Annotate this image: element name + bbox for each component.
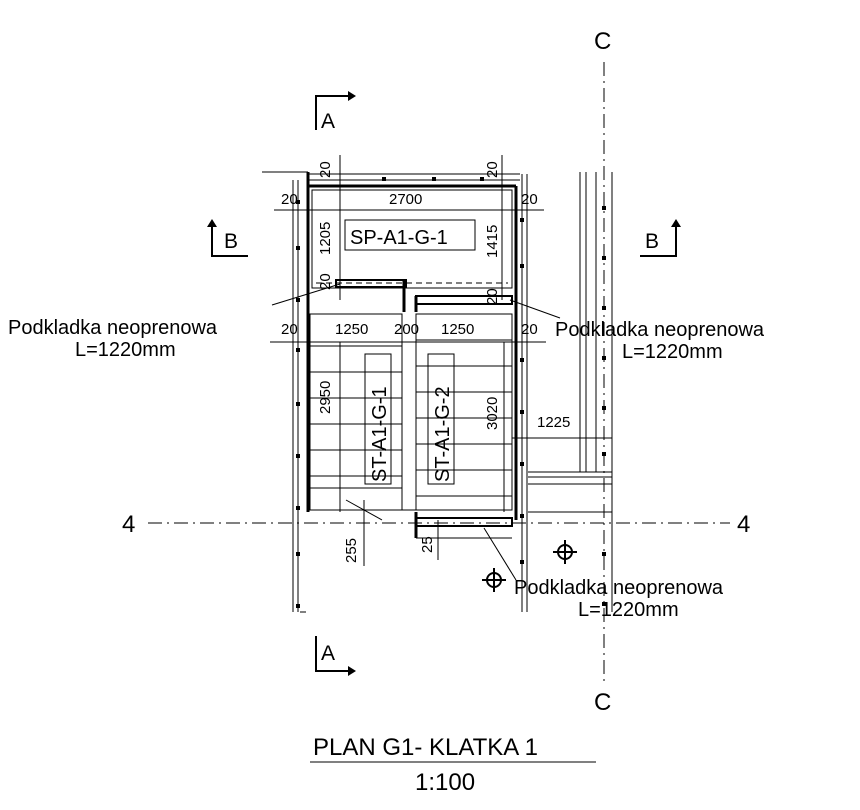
note-bottom-line2: L=1220mm [578,599,679,621]
stair-1-tag-frame [364,353,392,485]
dim-20-row-end: 20 [521,321,538,338]
dimension-lines [270,155,612,566]
bearing-pad-bottom [414,512,513,538]
lower-room [300,509,612,613]
dim-200: 200 [394,321,419,338]
dim-1250-a: 1250 [335,321,368,338]
svg-text:A: A [321,110,335,133]
dim-1225: 1225 [537,414,570,431]
dim-2950: 2950 [317,381,334,414]
axis-c-label-top: C [594,28,611,55]
dim-3020: 3020 [484,397,501,430]
section-mark-b-left: B [207,219,248,257]
dim-255: 255 [343,538,360,563]
stair-1-tag: ST-A1-G-1 [369,386,391,482]
dim-25: 25 [419,536,436,553]
axis-4-label-left: 4 [122,511,135,538]
dim-1205: 1205 [317,222,334,255]
note-bottom-line1: Podkladka neoprenowa [514,577,724,599]
dim-1250-b: 1250 [441,321,474,338]
axis-4-label-right: 4 [737,511,750,538]
dim-1415: 1415 [484,225,501,258]
slab-tag-frame [344,219,476,251]
bearing-pad-right [414,295,513,312]
drawing-scale: 1:100 [415,769,475,796]
section-mark-a-bottom: A [315,636,356,676]
svg-text:A: A [321,642,335,665]
level-marker-1 [553,540,577,564]
dim-20-left: 20 [281,191,298,208]
dim-20-row: 20 [281,321,298,338]
dim-20-mid-right: 20 [484,288,501,305]
stair-2-tag: ST-A1-G-2 [432,386,454,482]
dim-20-top-right: 20 [484,161,501,178]
stair-flight-2 [415,313,513,511]
bearing-pad-left [335,279,407,312]
section-mark-a-top: A [315,91,356,133]
svg-text:B: B [645,230,659,253]
landing-slab [311,189,513,289]
dim-20-right: 20 [521,191,538,208]
note-right-line1: Podkladka neoprenowa [555,319,765,341]
note-leaders [271,283,561,581]
section-mark-b-right: B [640,219,681,257]
note-left-line1: Podkladka neoprenowa [8,317,218,339]
level-marker-2 [482,568,506,592]
svg-text:B: B [224,230,238,253]
stair-2-tag-frame [427,353,455,485]
drawing-title: PLAN G1- KLATKA 1 [313,734,538,761]
dim-20-top-left: 20 [317,161,334,178]
dim-2700: 2700 [389,191,422,208]
dim-20-mid-left: 20 [317,273,334,290]
wall-marks [296,177,606,608]
note-left-line2: L=1220mm [75,339,176,361]
note-right-line2: L=1220mm [622,341,723,363]
slab-tag: SP-A1-G-1 [350,227,448,249]
axis-c-label-bottom: C [594,689,611,716]
